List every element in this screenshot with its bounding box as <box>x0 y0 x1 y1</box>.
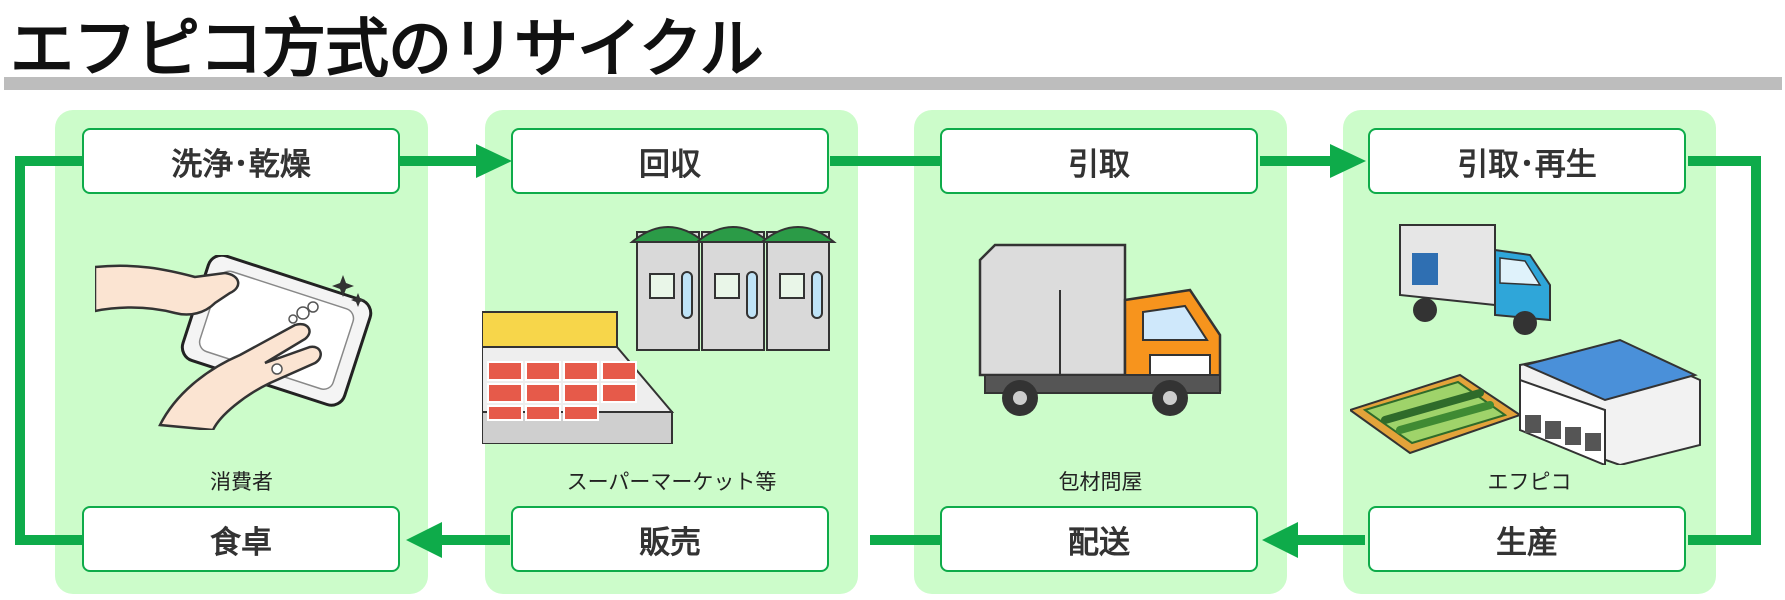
stage-label-sales: 販売 <box>511 506 829 572</box>
stage-label-production: 生産 <box>1368 506 1686 572</box>
fpco-recycling-illustration <box>1350 224 1701 465</box>
stage-caption-supermarket: スーパーマーケット等 <box>566 470 777 494</box>
stage-caption-fpco: エフピコ <box>1487 470 1572 494</box>
stage-label-washing-drying: 洗浄･乾燥 <box>82 128 400 194</box>
supermarket-collection-illustration <box>482 226 837 444</box>
stage-label-delivery: 配送 <box>940 506 1258 572</box>
delivery-truck-illustration <box>978 243 1222 416</box>
stage-caption-consumer: 消費者 <box>210 470 273 494</box>
stage-label-pickup: 引取 <box>940 128 1258 194</box>
stage-label-dining-table: 食卓 <box>82 506 400 572</box>
stage-caption-wholesaler: 包材問屋 <box>1058 470 1143 494</box>
stage-label-collection: 回収 <box>511 128 829 194</box>
stage-label-pickup-recycling: 引取･再生 <box>1368 128 1686 194</box>
hands-washing-tray-illustration <box>95 255 373 430</box>
title-divider <box>4 77 1782 90</box>
page-title: エフピコ方式のリサイクル <box>10 13 764 87</box>
